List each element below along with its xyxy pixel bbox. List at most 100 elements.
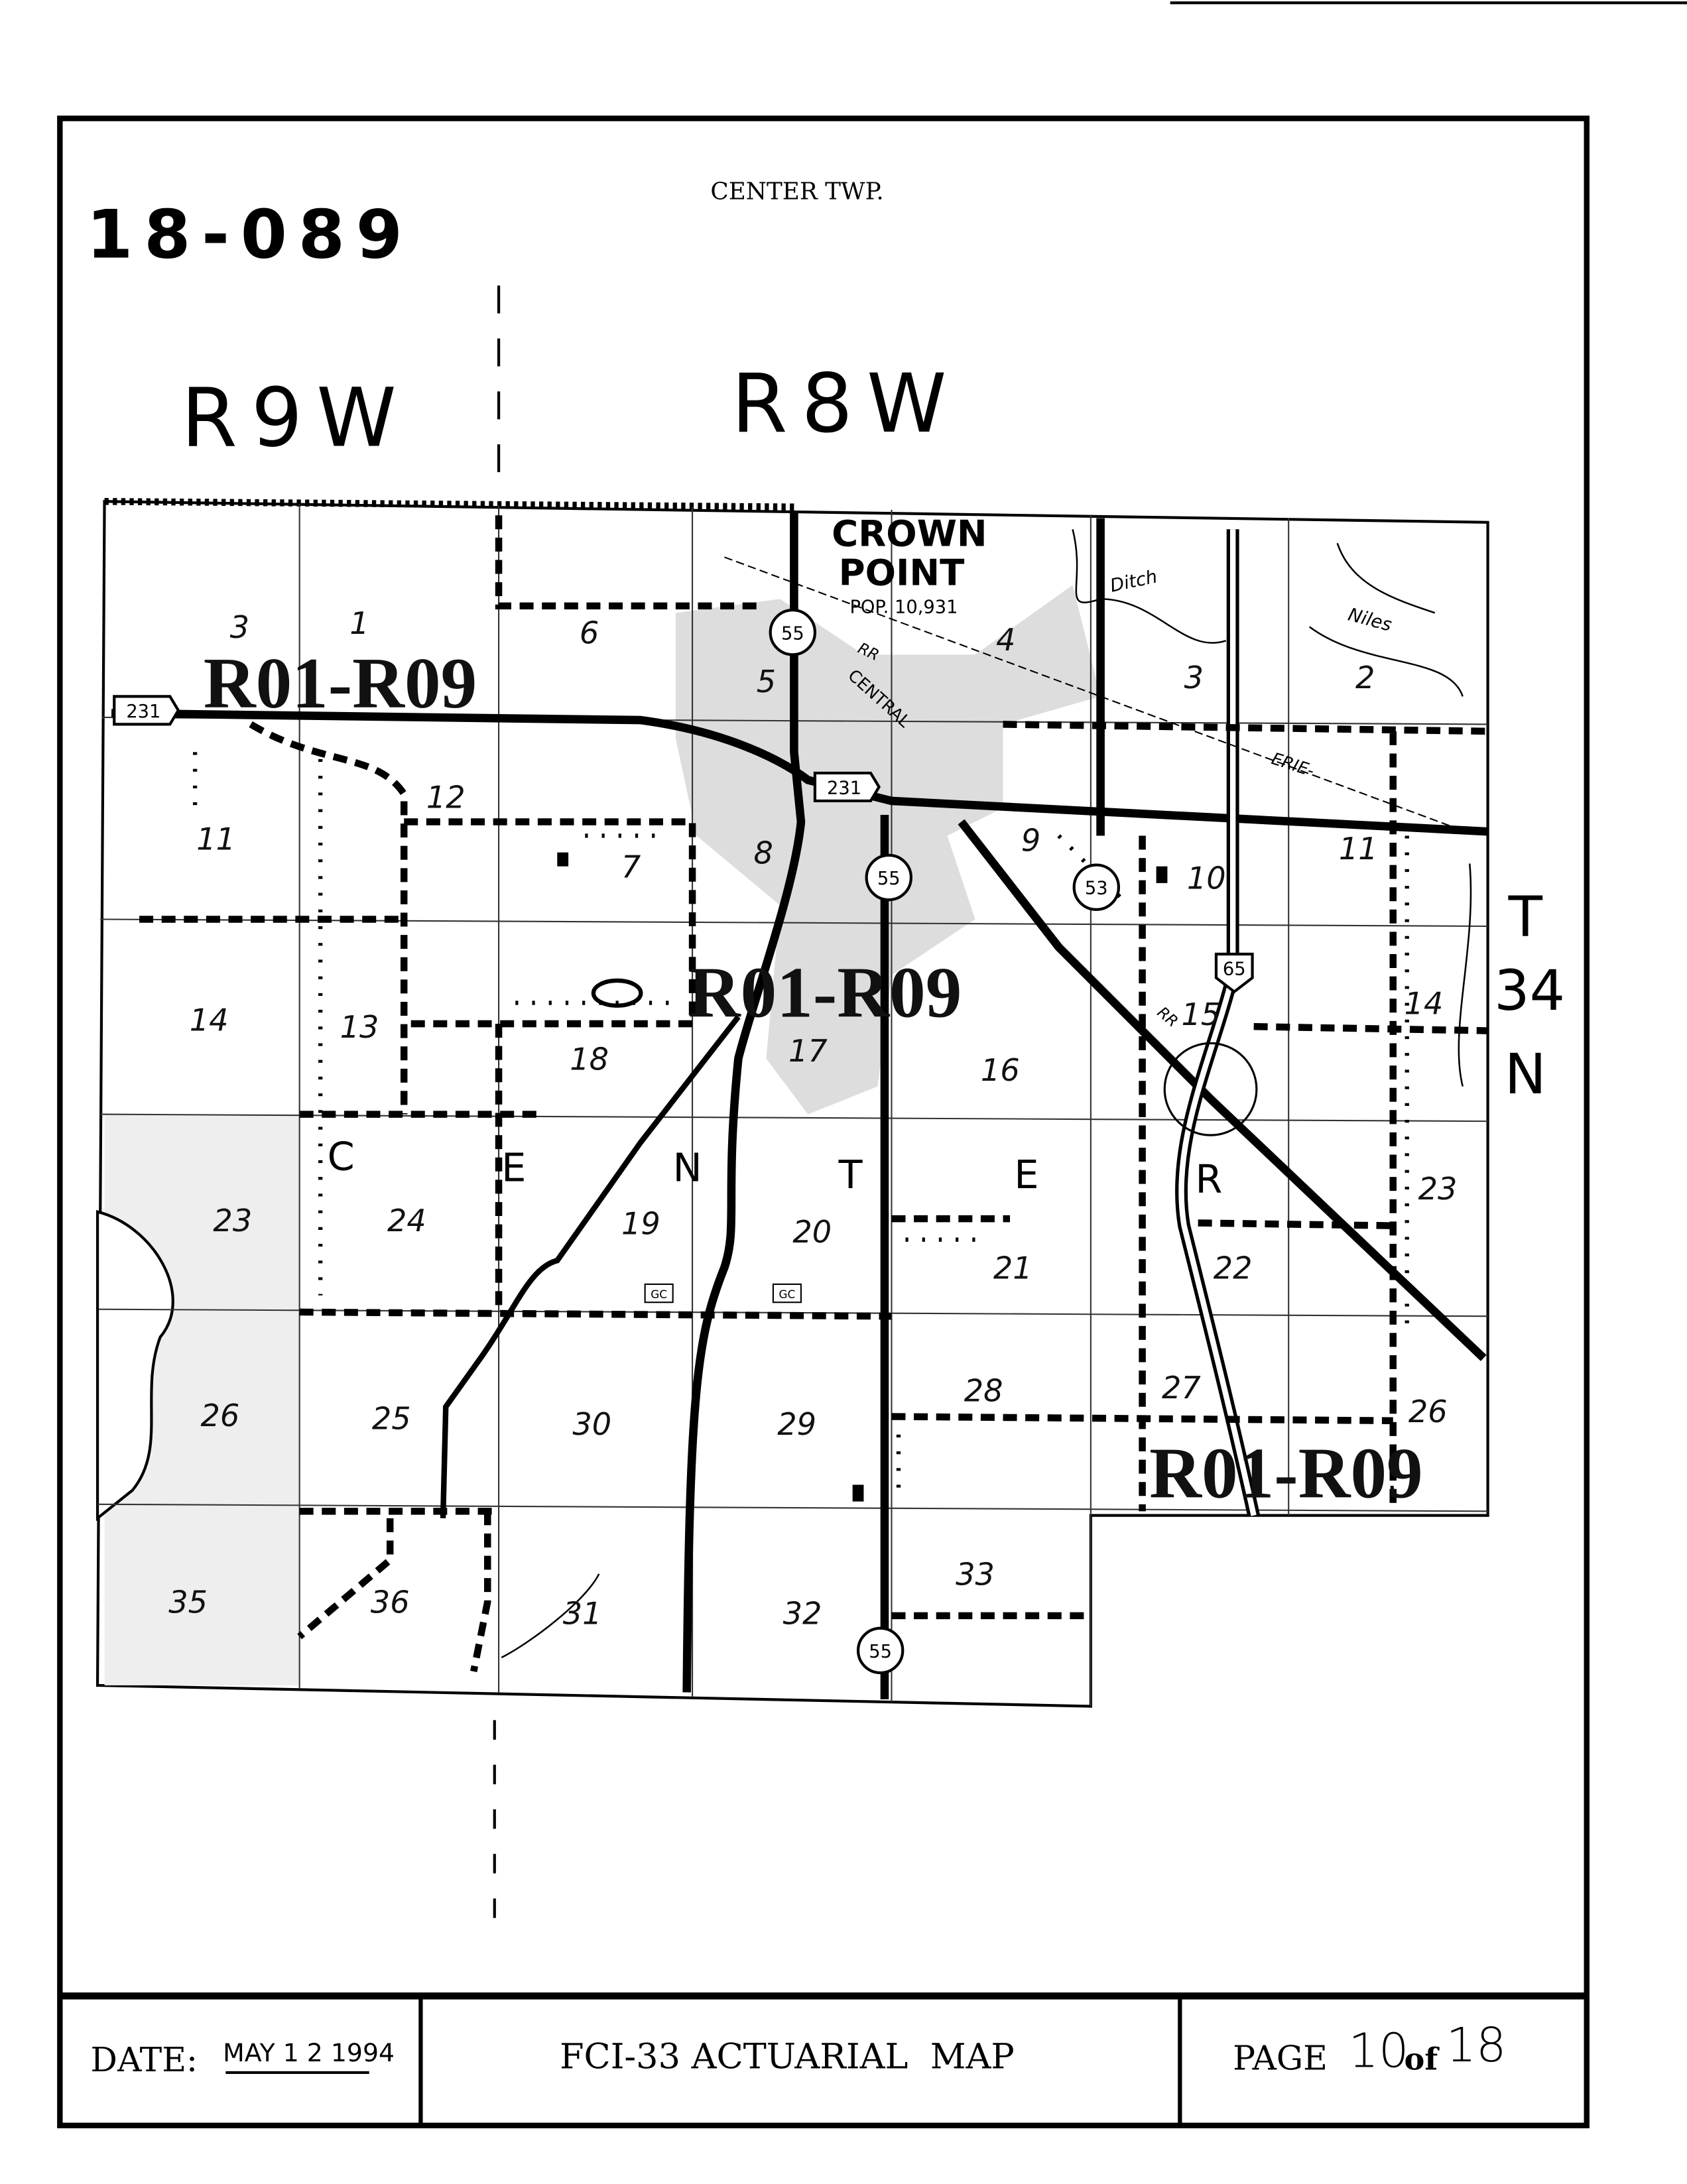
interchange-circle <box>1163 1042 1258 1136</box>
svg-text:6: 6 <box>580 615 599 651</box>
svg-text:18: 18 <box>570 1041 609 1077</box>
range-west-label: R9W <box>181 371 410 465</box>
north-boundary-hatch <box>104 498 794 511</box>
zone-label: R01-R09 <box>1149 1433 1423 1513</box>
svg-text:11: 11 <box>1339 831 1378 867</box>
local-roads-west <box>139 721 696 1309</box>
page-of: of <box>1405 2041 1440 2077</box>
svg-text:231: 231 <box>827 778 861 798</box>
us-231-road <box>111 709 1488 836</box>
svg-text:E: E <box>1014 1152 1038 1197</box>
svg-text:T: T <box>838 1152 863 1197</box>
svg-text:35: 35 <box>168 1585 208 1620</box>
gc-label: GC <box>651 1288 667 1301</box>
svg-text:21: 21 <box>993 1250 1032 1286</box>
golf-course-icon <box>644 1283 674 1304</box>
diagonal-road <box>440 1014 741 1518</box>
svg-text:14: 14 <box>190 1002 229 1038</box>
svg-text:N: N <box>673 1144 702 1190</box>
local-roads-south <box>297 1308 892 1672</box>
svg-text:15: 15 <box>1181 997 1220 1032</box>
range-east-label: R8W <box>731 357 961 451</box>
svg-text:11: 11 <box>196 821 235 857</box>
page-total: 18 <box>1446 2018 1507 2073</box>
svg-text:55: 55 <box>869 1642 892 1662</box>
sr-55-shield: 55 <box>769 609 817 656</box>
sr-53-road <box>958 819 1487 1361</box>
svg-text:12: 12 <box>426 779 466 815</box>
svg-text:16: 16 <box>981 1052 1020 1088</box>
svg-text:R: R <box>1195 1156 1222 1201</box>
svg-text:17: 17 <box>788 1033 828 1069</box>
dotted-features <box>192 752 1409 1490</box>
svg-text:55: 55 <box>877 869 901 889</box>
svg-text:55: 55 <box>781 623 804 644</box>
svg-text:14: 14 <box>1405 985 1444 1021</box>
svg-text:23: 23 <box>1418 1171 1458 1207</box>
streams <box>501 528 1472 1659</box>
lake-shoreline <box>95 1209 174 1522</box>
township-title: CENTER TWP. <box>710 178 883 205</box>
svg-text:24: 24 <box>387 1203 426 1239</box>
svg-text:8: 8 <box>754 835 773 871</box>
svg-text:27: 27 <box>1162 1370 1201 1406</box>
svg-text:53: 53 <box>1085 879 1108 899</box>
svg-text:26: 26 <box>201 1398 240 1433</box>
svg-text:33: 33 <box>956 1557 995 1593</box>
sr-55-road <box>682 511 806 1693</box>
map-title: FCI-33 ACTUARIAL MAP <box>560 2037 1015 2077</box>
sr-55-shield: 55 <box>865 853 912 902</box>
date-label: DATE: <box>91 2040 198 2079</box>
svg-text:13: 13 <box>340 1009 379 1045</box>
us-231-shield: 231 <box>113 695 180 726</box>
track-oval <box>591 978 643 1008</box>
svg-text:E: E <box>501 1144 526 1190</box>
svg-text:4: 4 <box>996 622 1015 658</box>
city-population: POP. 10,931 <box>849 597 958 617</box>
svg-text:C: C <box>328 1134 355 1180</box>
svg-text:22: 22 <box>1214 1250 1253 1286</box>
map-id: 18-089 <box>86 196 413 274</box>
svg-text:20: 20 <box>792 1214 832 1250</box>
township-n: N <box>1505 1042 1546 1107</box>
svg-text:25: 25 <box>372 1400 411 1436</box>
zone-label: R01-R09 <box>688 953 962 1033</box>
svg-text:30: 30 <box>572 1406 611 1442</box>
svg-text:1: 1 <box>349 605 369 641</box>
svg-text:9: 9 <box>1021 823 1040 859</box>
city-name-line2: POINT <box>839 551 965 593</box>
svg-text:29: 29 <box>777 1406 816 1442</box>
svg-text:2: 2 <box>1355 660 1375 696</box>
building-icon <box>1156 866 1168 883</box>
svg-text:32: 32 <box>783 1595 822 1631</box>
date-value: MAY 1 2 1994 <box>223 2038 395 2067</box>
svg-text:5: 5 <box>757 664 776 699</box>
zone-label: R01-R09 <box>204 643 477 723</box>
svg-text:26: 26 <box>1408 1394 1448 1429</box>
page-frame <box>57 115 1590 2128</box>
building-icon <box>557 852 569 867</box>
svg-text:31: 31 <box>563 1595 602 1631</box>
svg-text:23: 23 <box>213 1203 252 1239</box>
i-65-shield: 65 <box>1214 952 1254 994</box>
local-road-n1 <box>495 515 759 610</box>
page-number: 10 <box>1349 2024 1409 2079</box>
township-34: 34 <box>1494 958 1565 1023</box>
svg-text:10: 10 <box>1187 860 1226 896</box>
township-name-letters: C E N T E R <box>328 1134 1223 1202</box>
svg-text:65: 65 <box>1223 959 1246 980</box>
svg-text:3: 3 <box>1184 660 1204 696</box>
gc-label: GC <box>779 1288 796 1301</box>
sr-53-shield: 53 <box>1072 863 1120 911</box>
building-icon <box>852 1485 864 1502</box>
svg-text:231: 231 <box>126 701 160 722</box>
svg-text:19: 19 <box>621 1205 660 1241</box>
golf-course-icon <box>772 1283 802 1304</box>
railroad <box>724 556 1477 837</box>
us-231-shield: 231 <box>813 771 881 803</box>
city-name-line1: CROWN <box>832 513 987 555</box>
svg-text:3: 3 <box>230 609 249 645</box>
map-area: CROWN POINT POP. 10,931 RR CENTRAL ERIE-… <box>95 498 1489 1708</box>
svg-text:36: 36 <box>371 1585 410 1620</box>
